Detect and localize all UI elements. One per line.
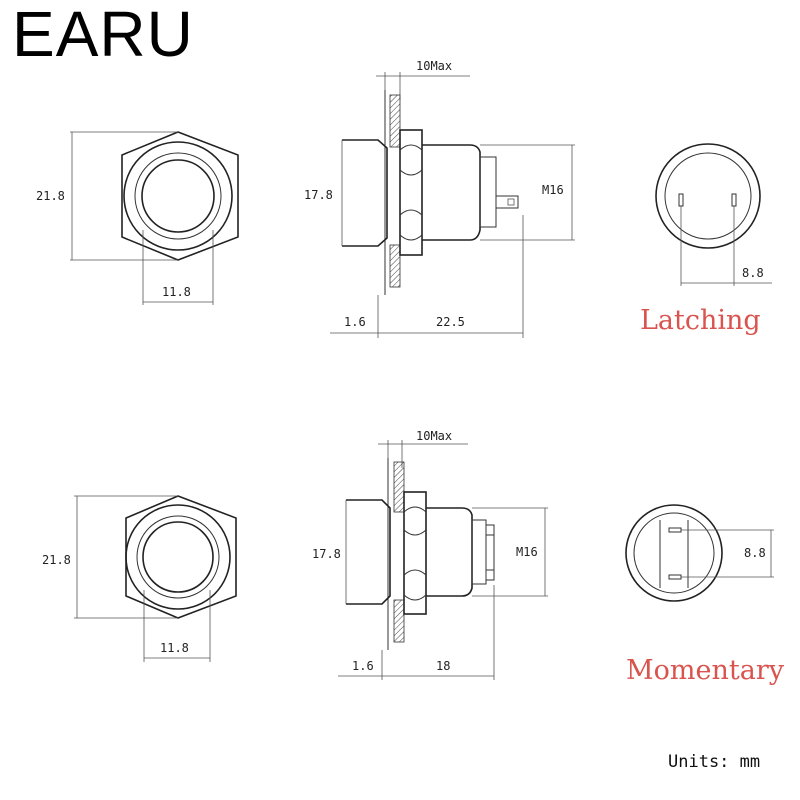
- units-note: Units: mm: [668, 752, 761, 772]
- momentary-side-length: 18: [436, 659, 450, 673]
- momentary-side-view: 10Max 17.8 M16 1.6 18: [312, 429, 548, 680]
- latching-side-top: 10Max: [416, 59, 452, 73]
- momentary-back-spacing: 8.8: [744, 546, 766, 560]
- latching-side-view: 10Max 17.8 M16 1.6 22.5: [304, 59, 575, 338]
- latching-side-thread: M16: [542, 183, 564, 197]
- momentary-side-height: 17.8: [312, 547, 341, 561]
- latching-front-inner: 11.8: [162, 285, 191, 299]
- brand-logo: EARU: [12, 0, 194, 70]
- momentary-back-view: 8.8 Momentary: [625, 504, 785, 686]
- momentary-side-panel: 1.6: [352, 659, 374, 673]
- latching-label: Latching: [640, 305, 761, 336]
- momentary-front-view: 21.8 11.8: [42, 495, 237, 662]
- momentary-side-top: 10Max: [416, 429, 452, 443]
- momentary-label: Momentary: [626, 655, 785, 686]
- latching-side-height: 17.8: [304, 188, 333, 202]
- latching-side-panel: 1.6: [344, 315, 366, 329]
- latching-front-height: 21.8: [36, 189, 65, 203]
- latching-side-length: 22.5: [436, 315, 465, 329]
- momentary-front-height: 21.8: [42, 553, 71, 567]
- momentary-front-inner: 11.8: [160, 641, 189, 655]
- latching-front-view: 21.8 11.8: [36, 131, 239, 305]
- latching-back-view: 8.8 Latching: [640, 143, 772, 336]
- latching-back-spacing: 8.8: [742, 266, 764, 280]
- momentary-side-thread: M16: [516, 545, 538, 559]
